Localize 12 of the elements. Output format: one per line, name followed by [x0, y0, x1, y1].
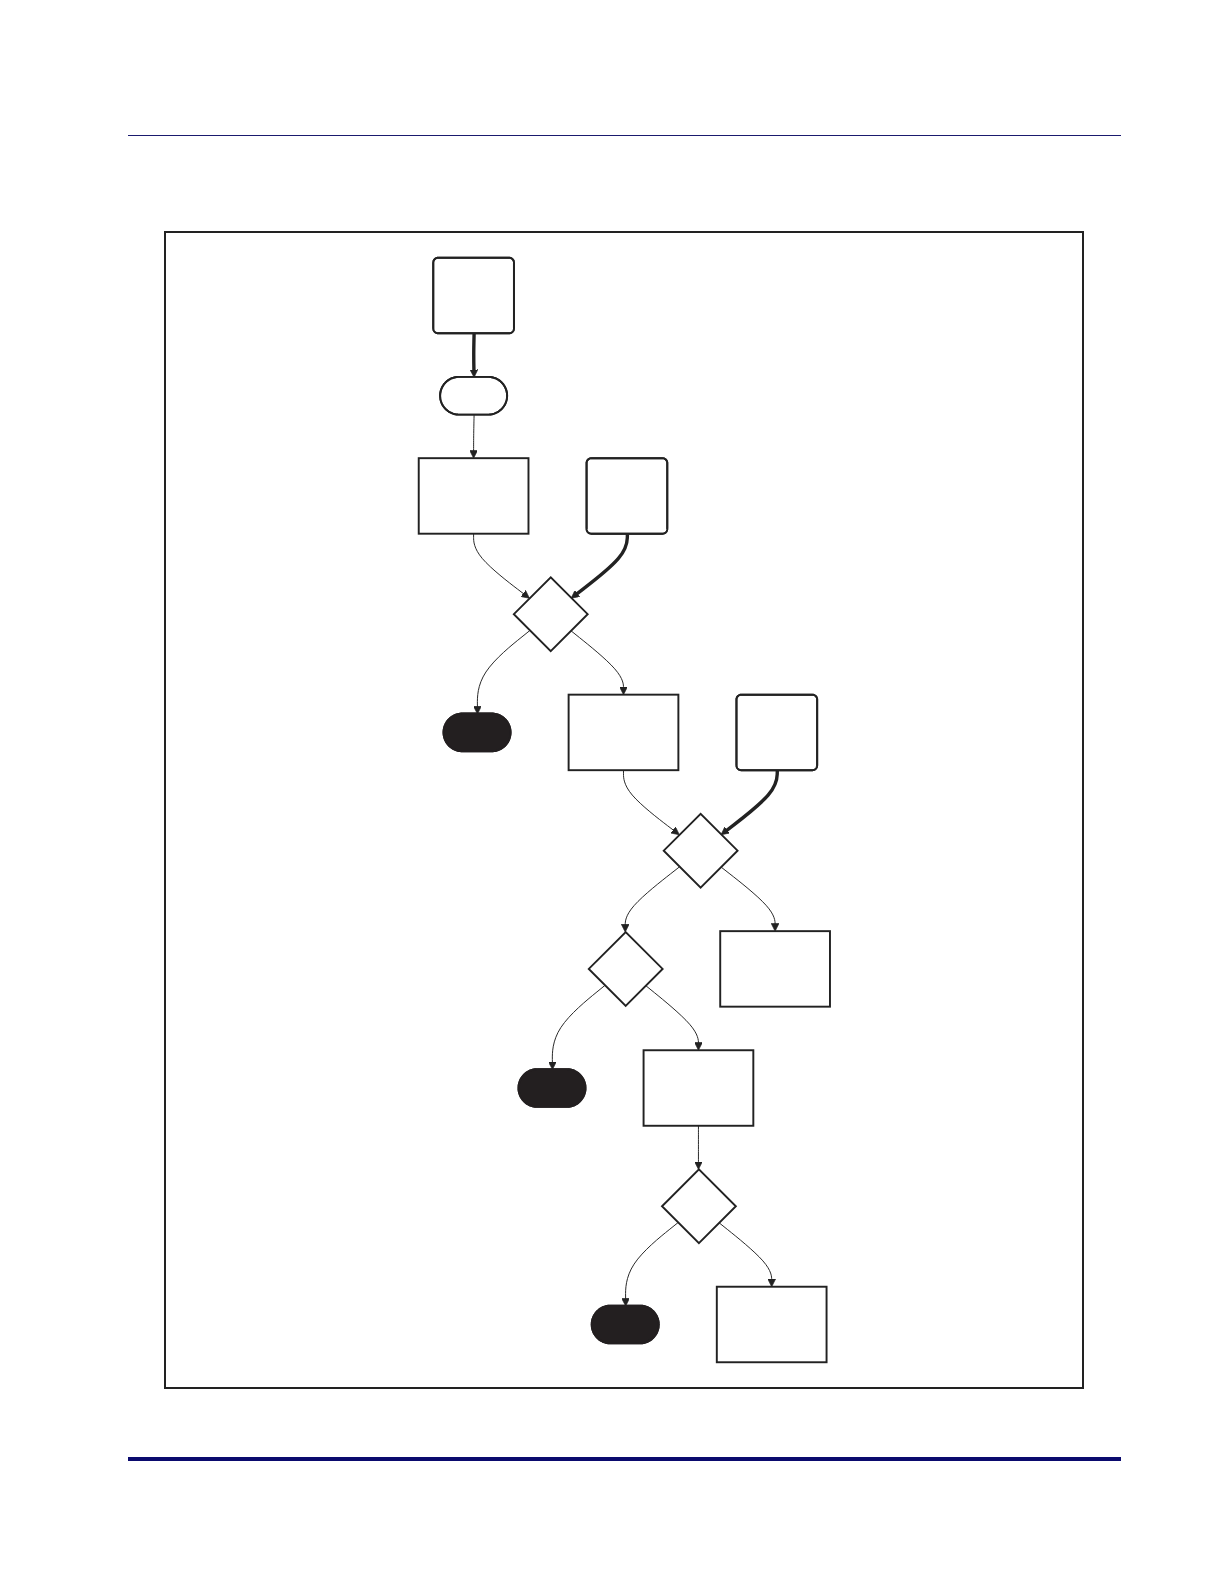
node-box [718, 930, 831, 1008]
arrow [469, 333, 478, 378]
node-diamond [662, 812, 739, 889]
arrow [720, 770, 779, 836]
node-box [642, 1049, 754, 1127]
node-box [567, 693, 679, 772]
node-diamond [587, 930, 664, 1008]
node-box [417, 457, 530, 535]
arrow [570, 534, 629, 599]
node-diamond [660, 1167, 737, 1245]
node-diamond [512, 575, 589, 653]
node-box [715, 1285, 828, 1364]
